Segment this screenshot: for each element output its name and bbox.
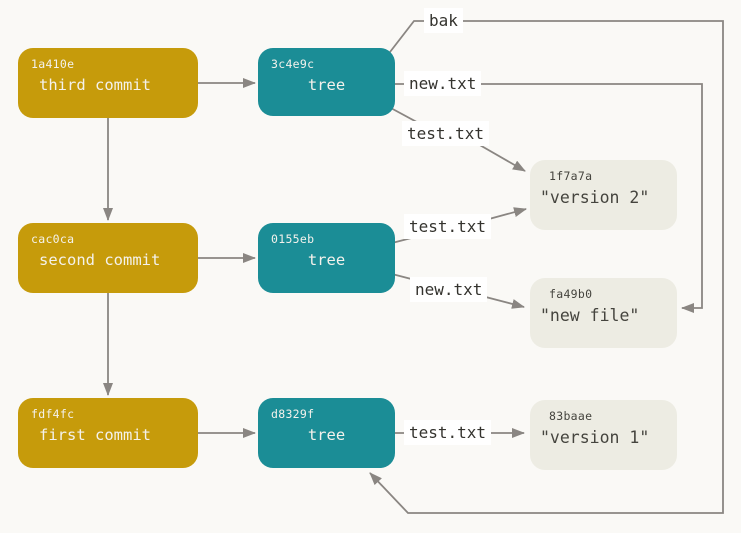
tree-label: tree	[307, 76, 346, 94]
tree-label: tree	[307, 426, 346, 444]
edge-label-test-txt: test.txt	[402, 121, 490, 146]
tree-node-0155eb: 0155eb tree	[258, 223, 395, 293]
edge-newtxt-to-newfile-blob	[395, 83, 703, 313]
blob-label: "new file"	[540, 306, 640, 325]
edge-label-test-txt: test.txt	[404, 214, 492, 239]
commit-hash: cac0ca	[31, 232, 75, 246]
tree-hash: d8329f	[271, 407, 315, 421]
tree-label: tree	[307, 251, 346, 269]
blob-node-version1: 83baae "version 1"	[530, 400, 677, 470]
blob-hash: 1f7a7a	[549, 169, 593, 183]
edge-label-bak: bak	[424, 8, 463, 33]
commit-hash: 1a410e	[31, 57, 75, 71]
commit-node-second: cac0ca second commit	[18, 223, 198, 293]
commit-label: second commit	[39, 251, 161, 269]
blob-label: "version 2"	[540, 188, 650, 207]
blob-hash: 83baae	[549, 409, 593, 423]
edge-label-new-txt: new.txt	[410, 277, 488, 302]
tree-node-3c4e9c: 3c4e9c tree	[258, 48, 395, 116]
blob-hash: fa49b0	[549, 287, 593, 301]
tree-node-d8329f: d8329f tree	[258, 398, 395, 468]
tree-hash: 0155eb	[271, 232, 315, 246]
edge-label-test-txt: test.txt	[404, 420, 492, 445]
edge-bak-to-backup-tree	[369, 20, 724, 514]
blob-node-version2: 1f7a7a "version 2"	[530, 160, 677, 230]
commit-node-third: 1a410e third commit	[18, 48, 198, 118]
commit-hash: fdf4fc	[31, 407, 75, 421]
edge-testtxt-to-version2-blob	[477, 143, 526, 172]
commit-label: third commit	[39, 76, 151, 94]
blob-label: "version 1"	[540, 428, 650, 447]
commit-node-first: fdf4fc first commit	[18, 398, 198, 468]
blob-node-newfile: fa49b0 "new file"	[530, 278, 677, 348]
edge-label-new-txt: new.txt	[404, 71, 482, 96]
commit-label: first commit	[39, 426, 151, 444]
tree-hash: 3c4e9c	[271, 57, 315, 71]
